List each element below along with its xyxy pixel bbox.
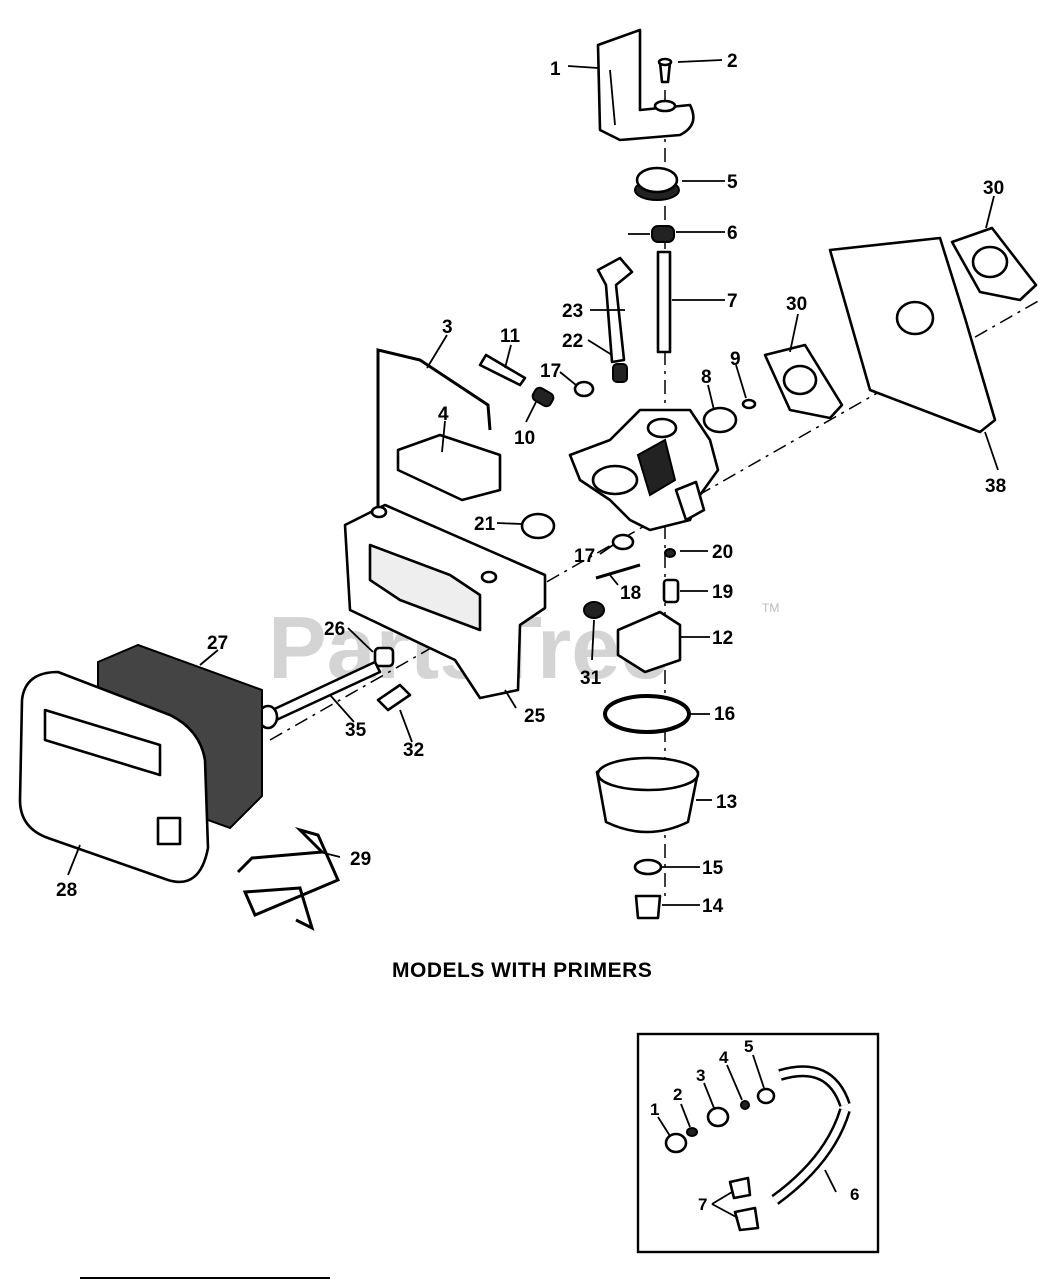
heat-shield-plate-part [828, 236, 997, 434]
inset-callout-4: 4 [719, 1048, 729, 1067]
callout-17-upper: 17 [540, 361, 561, 382]
washer-part [633, 858, 663, 876]
needle-clip-part [664, 548, 676, 558]
callout-20: 20 [712, 542, 733, 563]
throttle-gear-part [634, 166, 680, 201]
idle-screw-part [478, 353, 527, 387]
callout-4: 4 [438, 404, 449, 425]
callout-21: 21 [474, 514, 496, 535]
callout-10: 10 [514, 428, 535, 449]
callout-9: 9 [730, 349, 741, 370]
gasket-part [763, 343, 844, 420]
bolt-part [376, 683, 412, 712]
inset-callout-7: 7 [698, 1195, 707, 1214]
callout-5: 5 [727, 172, 738, 193]
inset-callout-2: 2 [673, 1085, 682, 1104]
callout-29: 29 [350, 849, 371, 870]
governor-link-part [376, 348, 492, 510]
throttle-shaft-part [656, 250, 672, 354]
callout-12: 12 [712, 628, 733, 649]
inset-callout-1: 1 [650, 1100, 659, 1119]
primer-elbow-part [733, 1206, 760, 1232]
throttle-plate-part [702, 406, 738, 434]
callout-26: 26 [324, 619, 345, 640]
section-caption: MODELS WITH PRIMERS [392, 959, 652, 982]
primer-bulb-part [664, 1132, 688, 1154]
air-cleaner-cover-part [18, 670, 210, 884]
inset-callout-5: 5 [744, 1037, 753, 1056]
choke-plate-part [520, 512, 556, 540]
float-part [616, 610, 682, 674]
callout-35: 35 [345, 720, 367, 741]
throttle-plate-part [611, 533, 635, 551]
callout-13: 13 [716, 792, 737, 813]
inset-callout-6: 6 [850, 1185, 859, 1204]
callout-27: 27 [207, 633, 228, 654]
gasket-part [950, 226, 1038, 302]
callout-2: 2 [727, 51, 738, 72]
long-screw-part [257, 660, 382, 730]
callout-30-far: 30 [983, 178, 1004, 199]
carburetor-body-part [568, 408, 720, 532]
callout-18: 18 [620, 583, 641, 604]
inlet-needle-part [662, 578, 680, 604]
retaining-clip-part [236, 827, 340, 931]
float-bowl-part [595, 756, 700, 834]
primer-washer-part [686, 1127, 698, 1137]
callout-30-near: 30 [786, 294, 807, 315]
callout-15: 15 [702, 858, 724, 879]
callout-3: 3 [442, 317, 453, 338]
callout-23: 23 [562, 301, 583, 322]
callout-7: 7 [727, 291, 738, 312]
callout-6: 6 [727, 223, 738, 244]
bowl-gasket-part [603, 694, 691, 734]
bowl-nut-part [634, 894, 662, 920]
primer-body-part [706, 1106, 730, 1128]
callout-17-lower: 17 [574, 546, 595, 567]
primer-inset: 1 2 3 4 5 6 7 [636, 1032, 880, 1254]
callout-1: 1 [550, 59, 561, 80]
inset-callout-3: 3 [696, 1066, 705, 1085]
callout-38: 38 [985, 476, 1006, 497]
primer-clamp-part [756, 1087, 776, 1105]
bracket-part [396, 433, 502, 502]
primer-spring-part [740, 1100, 750, 1110]
watermark-trademark: TM [762, 601, 779, 615]
callout-11: 11 [500, 326, 521, 347]
main-callouts: 1 2 3 4 5 6 7 8 9 10 11 12 13 14 15 16 1… [56, 51, 1006, 917]
primer-fitting-part [728, 1176, 752, 1200]
choke-plate-part [573, 380, 595, 398]
throttle-plate-screw-part [741, 398, 757, 410]
float-pin-part [595, 563, 641, 580]
spring-part [628, 225, 675, 243]
callout-8: 8 [701, 367, 712, 388]
screw-part [657, 57, 673, 84]
leader-lines [67, 59, 999, 906]
callout-22: 22 [562, 331, 583, 352]
spacer-part [373, 646, 395, 668]
choke-spring-part [612, 363, 628, 383]
air-cleaner-base-part [343, 503, 547, 700]
choke-bracket-part [596, 28, 695, 142]
callout-14: 14 [702, 896, 724, 917]
callout-25: 25 [524, 706, 546, 727]
idle-spring-part [531, 386, 555, 408]
callout-19: 19 [712, 582, 733, 603]
nut-part [583, 601, 605, 619]
callout-16: 16 [714, 704, 735, 725]
callout-31: 31 [580, 668, 602, 689]
callout-32: 32 [403, 740, 424, 761]
callout-28: 28 [56, 880, 77, 901]
